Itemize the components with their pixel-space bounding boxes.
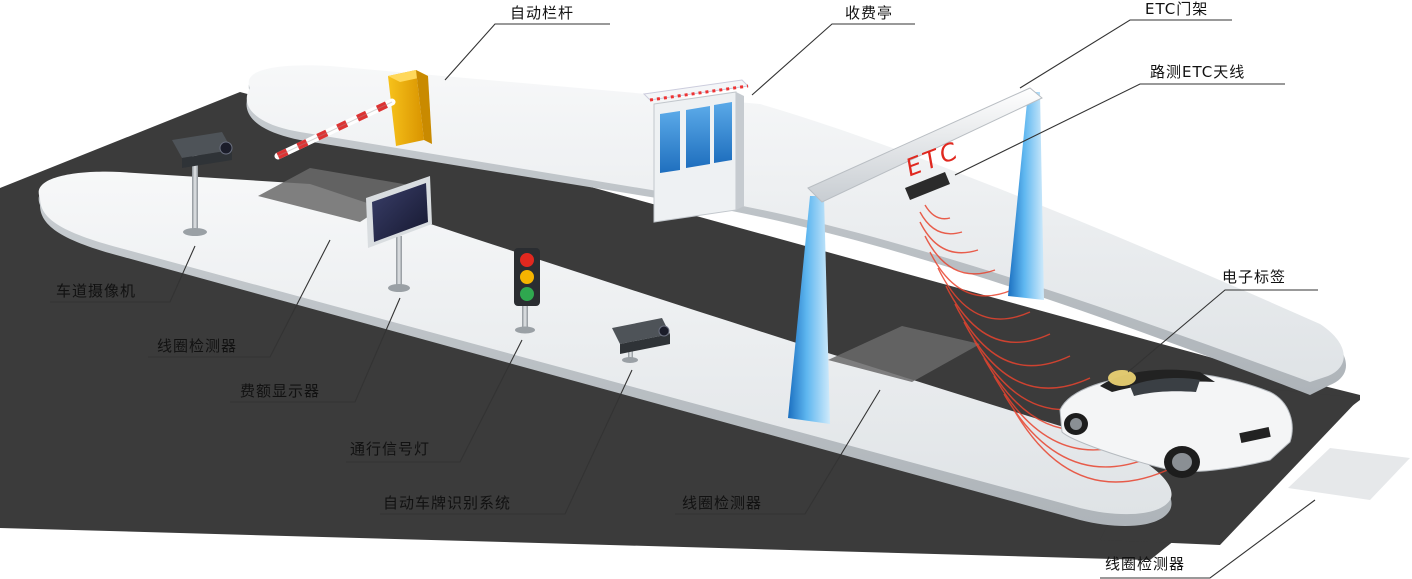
label-lane-camera: 车道摄像机 <box>56 282 137 300</box>
label-loop-detector-3: 线圈检测器 <box>1105 555 1186 573</box>
leader-loop-1 <box>148 239 331 358</box>
loop-detector-pad-3 <box>1288 448 1410 500</box>
label-plate-recognition: 自动车牌识别系统 <box>383 494 512 512</box>
leader-fee-display <box>230 297 401 403</box>
label-barrier-gate: 自动栏杆 <box>510 4 575 22</box>
gantry-left-pillar <box>788 196 830 424</box>
leader-lines <box>50 19 1318 579</box>
leader-etc-gantry <box>1019 19 1232 89</box>
plate-recognition-camera <box>612 318 670 363</box>
barrier-gate <box>274 70 432 160</box>
label-etc-gantry: ETC门架 <box>1145 0 1209 18</box>
leader-plate-recognition <box>380 369 633 515</box>
upper-island <box>246 65 1344 383</box>
label-rsu-antenna: 路测ETC天线 <box>1150 63 1246 81</box>
lower-island <box>38 171 1172 515</box>
car <box>1059 369 1293 478</box>
label-traffic-light: 通行信号灯 <box>350 440 431 458</box>
label-toll-booth: 收费亭 <box>845 4 894 22</box>
rsu-antenna-unit <box>905 172 950 200</box>
leader-lane-camera <box>50 245 196 303</box>
gantry-beam <box>807 87 1043 203</box>
gantry-right-pillar <box>1008 92 1044 300</box>
loop-detector-pad-2 <box>828 326 980 382</box>
leader-barrier-gate <box>444 23 610 81</box>
leader-electronic-tag <box>1127 289 1318 373</box>
traffic-light <box>514 248 540 334</box>
barrier-arm <box>274 98 396 160</box>
etc-gantry: ETC <box>788 87 1044 424</box>
leader-toll-booth <box>751 23 915 96</box>
label-loop-detector-2: 线圈检测器 <box>682 494 763 512</box>
leader-loop-2 <box>675 389 881 515</box>
electronic-tag <box>1108 370 1136 386</box>
label-fee-display: 费额显示器 <box>240 382 321 400</box>
label-electronic-tag: 电子标签 <box>1222 268 1287 286</box>
toll-booth <box>642 79 750 223</box>
lane-camera <box>172 132 233 236</box>
leader-rsu-antenna <box>954 83 1285 176</box>
leader-traffic-light <box>346 339 523 463</box>
fee-display <box>366 176 432 292</box>
leader-loop-3 <box>1100 499 1316 579</box>
label-loop-detector-1: 线圈检测器 <box>157 337 238 355</box>
